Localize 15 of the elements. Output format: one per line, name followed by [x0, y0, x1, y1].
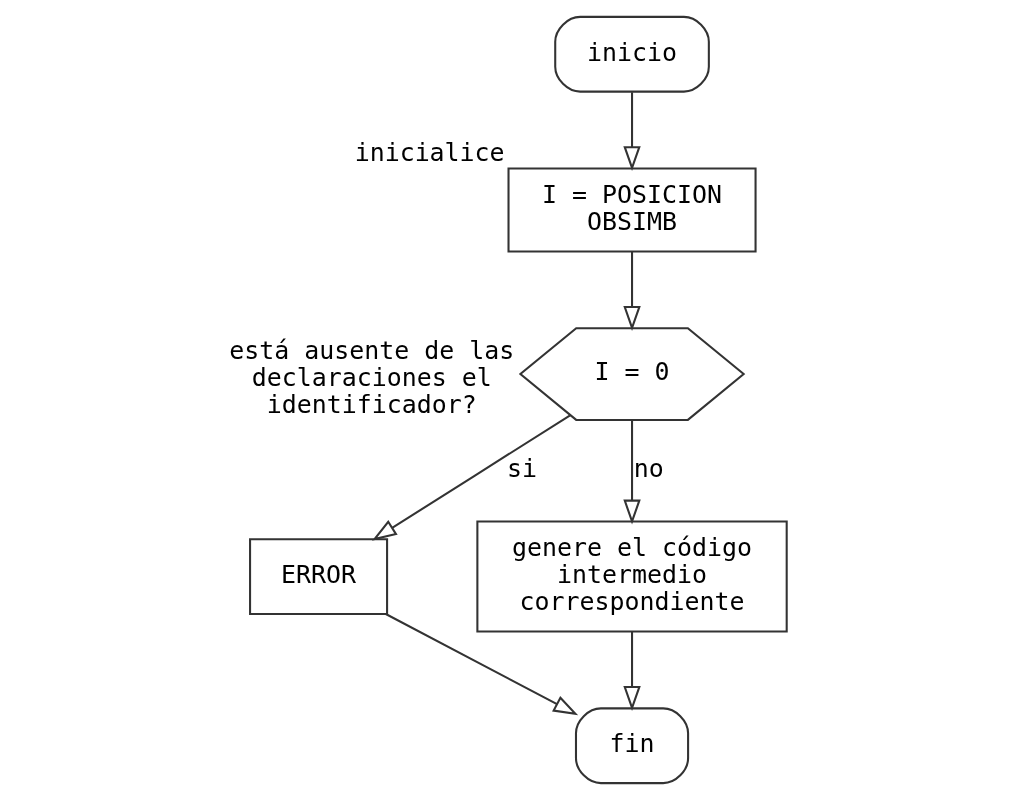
- node-box: ERROR: [249, 538, 389, 615]
- node-label: inicialice: [354, 138, 505, 168]
- node-box: genere el código intermedio correspondiente: [476, 520, 788, 633]
- node-box: I = POSICION OBSIMB: [507, 167, 757, 253]
- arrow: [623, 420, 641, 525]
- arrow: [623, 631, 641, 711]
- edge-label: no: [633, 454, 664, 484]
- node-box: fin: [574, 707, 690, 785]
- edge-label: si: [507, 454, 538, 484]
- arrow: [623, 251, 641, 331]
- arrow: [623, 92, 641, 172]
- node-box: inicio: [554, 15, 710, 93]
- arrow: [371, 414, 571, 541]
- node-label: está ausente de las declaraciones el identificador?: [229, 335, 515, 419]
- arrow: [385, 613, 579, 716]
